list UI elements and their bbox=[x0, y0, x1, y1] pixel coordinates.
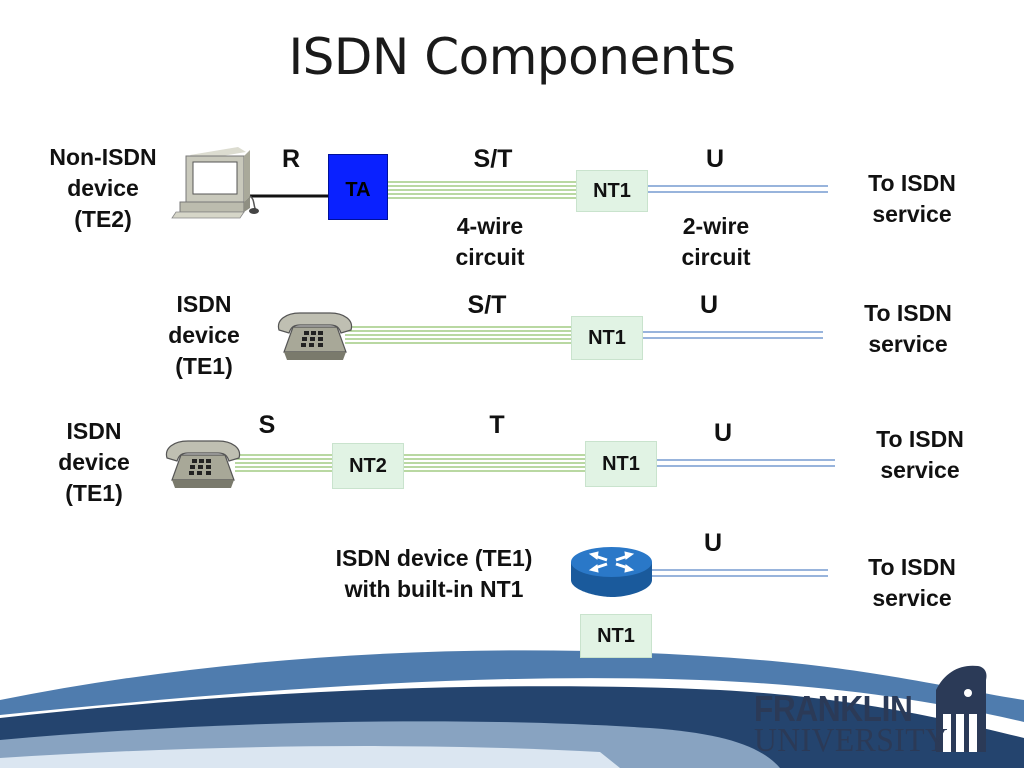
telephone-icon bbox=[165, 440, 241, 488]
two-wire-line bbox=[643, 331, 823, 339]
ref-point-u: U bbox=[703, 529, 723, 557]
two-wire-line bbox=[648, 185, 828, 193]
two-wire-line bbox=[652, 569, 828, 577]
ref-point-s: S bbox=[258, 411, 276, 439]
four-wire-line bbox=[345, 326, 571, 344]
franklin-crest-icon bbox=[936, 665, 987, 752]
decorative-swoosh bbox=[0, 650, 1024, 768]
nt2-box: NT2 bbox=[332, 443, 404, 489]
nt1-box: NT1 bbox=[585, 441, 657, 487]
ref-point-st: S/T bbox=[473, 145, 513, 173]
four-wire-line bbox=[388, 181, 576, 199]
telephone-icon bbox=[277, 312, 353, 360]
ref-point-u: U bbox=[705, 145, 725, 173]
slide-title: ISDN Components bbox=[288, 28, 736, 86]
ref-point-st: S/T bbox=[467, 291, 507, 319]
router-icon bbox=[571, 547, 652, 597]
ta-box: TA bbox=[328, 154, 388, 220]
computer-icon bbox=[171, 147, 259, 219]
logo-university: UNIVERSITY bbox=[754, 722, 949, 759]
logo-franklin: FRANKLIN bbox=[754, 688, 913, 729]
ref-point-t: T bbox=[489, 411, 505, 439]
two-wire-line bbox=[655, 459, 835, 467]
nt1-box: NT1 bbox=[576, 170, 648, 212]
four-wire-line bbox=[235, 454, 585, 472]
ref-point-r: R bbox=[281, 145, 301, 173]
nt1-box: NT1 bbox=[580, 614, 652, 658]
ref-point-u: U bbox=[699, 291, 719, 319]
device-label-te1-builtin: ISDN device (TE1)with built-in NT1 bbox=[335, 545, 533, 602]
ref-point-u: U bbox=[713, 419, 733, 447]
nt1-box: NT1 bbox=[571, 316, 643, 360]
